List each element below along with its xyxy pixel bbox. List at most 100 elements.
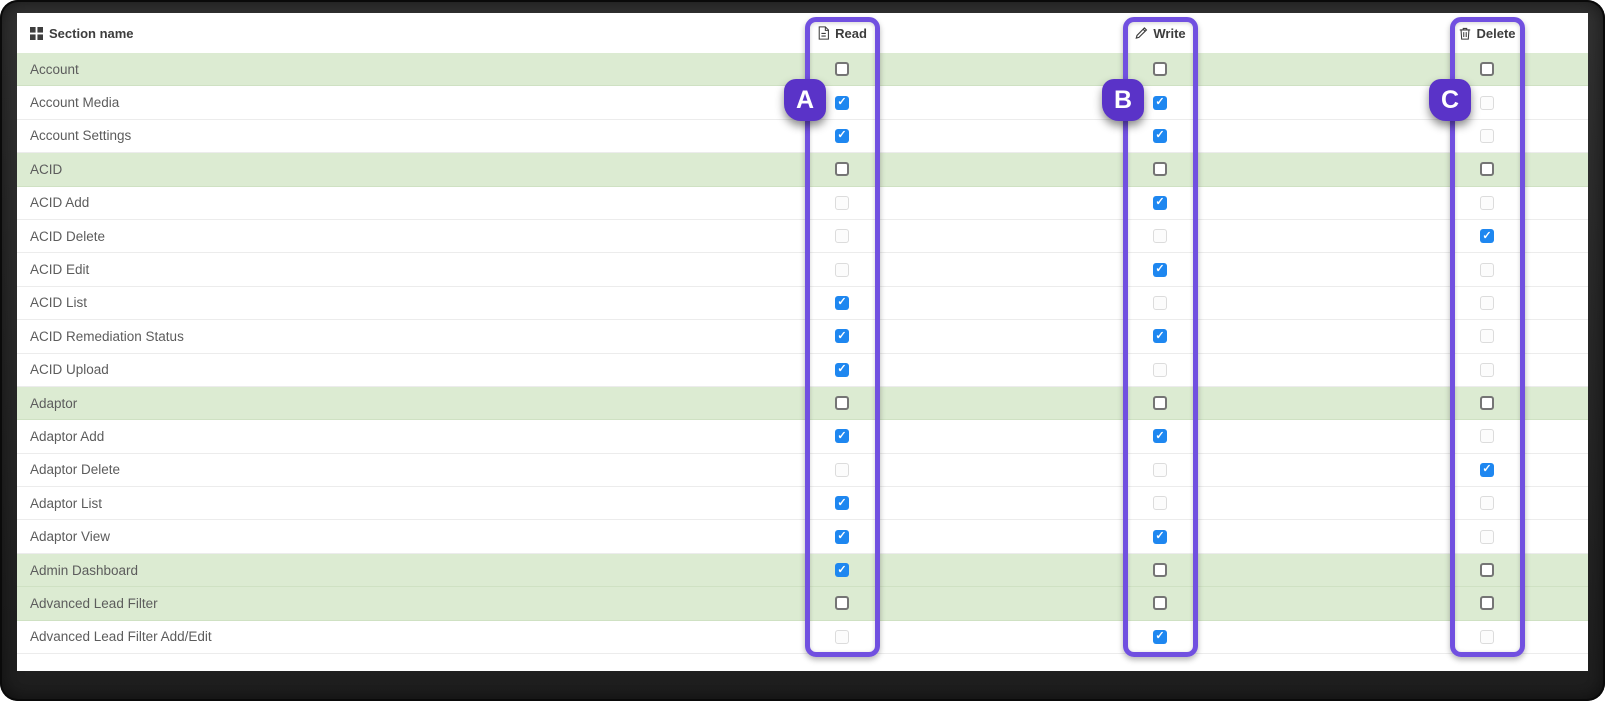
delete-checkbox[interactable] (1480, 229, 1494, 244)
read-checkbox[interactable] (835, 596, 849, 611)
read-checkbox[interactable] (835, 128, 849, 143)
section-name: ACID Remediation Status (30, 328, 184, 344)
read-checkbox-cell (835, 262, 849, 277)
write-checkbox-cell (1153, 329, 1167, 344)
delete-checkbox-cell (1480, 162, 1494, 177)
write-checkbox[interactable] (1153, 62, 1167, 77)
table-row: Adaptor View (17, 520, 1588, 554)
read-checkbox[interactable] (835, 362, 849, 377)
write-checkbox-cell (1153, 128, 1167, 143)
pencil-icon (1134, 26, 1148, 40)
column-header-label: Section name (49, 25, 134, 41)
delete-checkbox[interactable] (1480, 596, 1494, 611)
write-checkbox[interactable] (1153, 596, 1167, 611)
delete-checkbox-cell (1480, 429, 1494, 444)
write-checkbox-cell (1153, 429, 1167, 444)
section-name: ACID Upload (30, 362, 109, 378)
read-checkbox[interactable] (835, 62, 849, 77)
write-checkbox[interactable] (1153, 429, 1167, 444)
write-checkbox[interactable] (1153, 262, 1167, 277)
write-checkbox[interactable] (1153, 195, 1167, 210)
write-checkbox[interactable] (1153, 329, 1167, 344)
delete-checkbox-cell (1480, 362, 1494, 377)
column-header-section-name[interactable]: Section name (30, 13, 134, 53)
read-checkbox-cell (835, 329, 849, 344)
read-checkbox (835, 195, 849, 210)
table-row: Adaptor Add (17, 420, 1588, 454)
section-name: Admin Dashboard (30, 562, 139, 578)
delete-checkbox-cell (1480, 62, 1494, 77)
delete-checkbox[interactable] (1480, 462, 1494, 477)
table-row: ACID List (17, 286, 1588, 321)
write-checkbox (1153, 295, 1167, 310)
write-checkbox[interactable] (1153, 629, 1167, 644)
write-checkbox-cell (1153, 563, 1167, 578)
write-checkbox-cell (1153, 95, 1167, 110)
write-checkbox[interactable] (1153, 529, 1167, 544)
read-checkbox-cell (835, 195, 849, 210)
delete-checkbox (1480, 629, 1494, 644)
write-checkbox-cell (1153, 262, 1167, 277)
write-checkbox[interactable] (1153, 563, 1167, 578)
table-row: Account Settings (17, 119, 1588, 154)
write-checkbox[interactable] (1153, 128, 1167, 143)
column-header-label: Delete (1476, 25, 1516, 41)
read-checkbox[interactable] (835, 329, 849, 344)
delete-checkbox-cell (1480, 229, 1494, 244)
table-row: ACID Upload (17, 353, 1588, 387)
delete-checkbox-cell (1480, 496, 1494, 511)
read-checkbox-cell (835, 362, 849, 377)
delete-checkbox[interactable] (1480, 162, 1494, 177)
write-checkbox (1153, 229, 1167, 244)
write-checkbox[interactable] (1153, 396, 1167, 411)
section-name: Advanced Lead Filter (30, 595, 158, 611)
delete-checkbox (1480, 195, 1494, 210)
write-checkbox-cell (1153, 162, 1167, 177)
table-row: ACID Edit (17, 253, 1588, 287)
delete-checkbox[interactable] (1480, 62, 1494, 77)
read-checkbox-cell (835, 629, 849, 644)
delete-checkbox (1480, 295, 1494, 310)
table-row: Adaptor Delete (17, 453, 1588, 488)
read-checkbox-cell (835, 429, 849, 444)
write-checkbox-cell (1153, 462, 1167, 477)
write-checkbox[interactable] (1153, 162, 1167, 177)
table-row: Admin Dashboard (17, 553, 1588, 588)
write-checkbox (1153, 496, 1167, 511)
write-checkbox[interactable] (1153, 95, 1167, 110)
read-checkbox[interactable] (835, 162, 849, 177)
read-checkbox[interactable] (835, 529, 849, 544)
read-checkbox-cell (835, 496, 849, 511)
write-checkbox-cell (1153, 629, 1167, 644)
read-checkbox (835, 462, 849, 477)
column-header-read[interactable]: Read (817, 13, 867, 53)
read-checkbox[interactable] (835, 95, 849, 110)
write-checkbox (1153, 362, 1167, 377)
write-checkbox-cell (1153, 229, 1167, 244)
section-name: ACID (30, 161, 63, 177)
delete-checkbox-cell (1480, 128, 1494, 143)
section-name: Account (30, 61, 79, 77)
section-name: Advanced Lead Filter Add/Edit (30, 629, 212, 645)
read-checkbox[interactable] (835, 563, 849, 578)
delete-checkbox (1480, 262, 1494, 277)
column-header-write[interactable]: Write (1134, 13, 1186, 53)
read-checkbox[interactable] (835, 396, 849, 411)
section-name: ACID Edit (30, 262, 90, 278)
section-name: Adaptor Delete (30, 462, 121, 478)
table-row: ACID Add (17, 186, 1588, 220)
delete-checkbox[interactable] (1480, 396, 1494, 411)
table-row: Advanced Lead Filter Add/Edit (17, 620, 1588, 655)
read-checkbox[interactable] (835, 496, 849, 511)
read-checkbox-cell (835, 162, 849, 177)
column-header-delete[interactable]: Delete (1458, 13, 1516, 53)
read-checkbox[interactable] (835, 295, 849, 310)
delete-checkbox-cell (1480, 529, 1494, 544)
read-checkbox (835, 262, 849, 277)
delete-checkbox-cell (1480, 295, 1494, 310)
read-checkbox[interactable] (835, 429, 849, 444)
read-checkbox-cell (835, 529, 849, 544)
delete-checkbox[interactable] (1480, 563, 1494, 578)
